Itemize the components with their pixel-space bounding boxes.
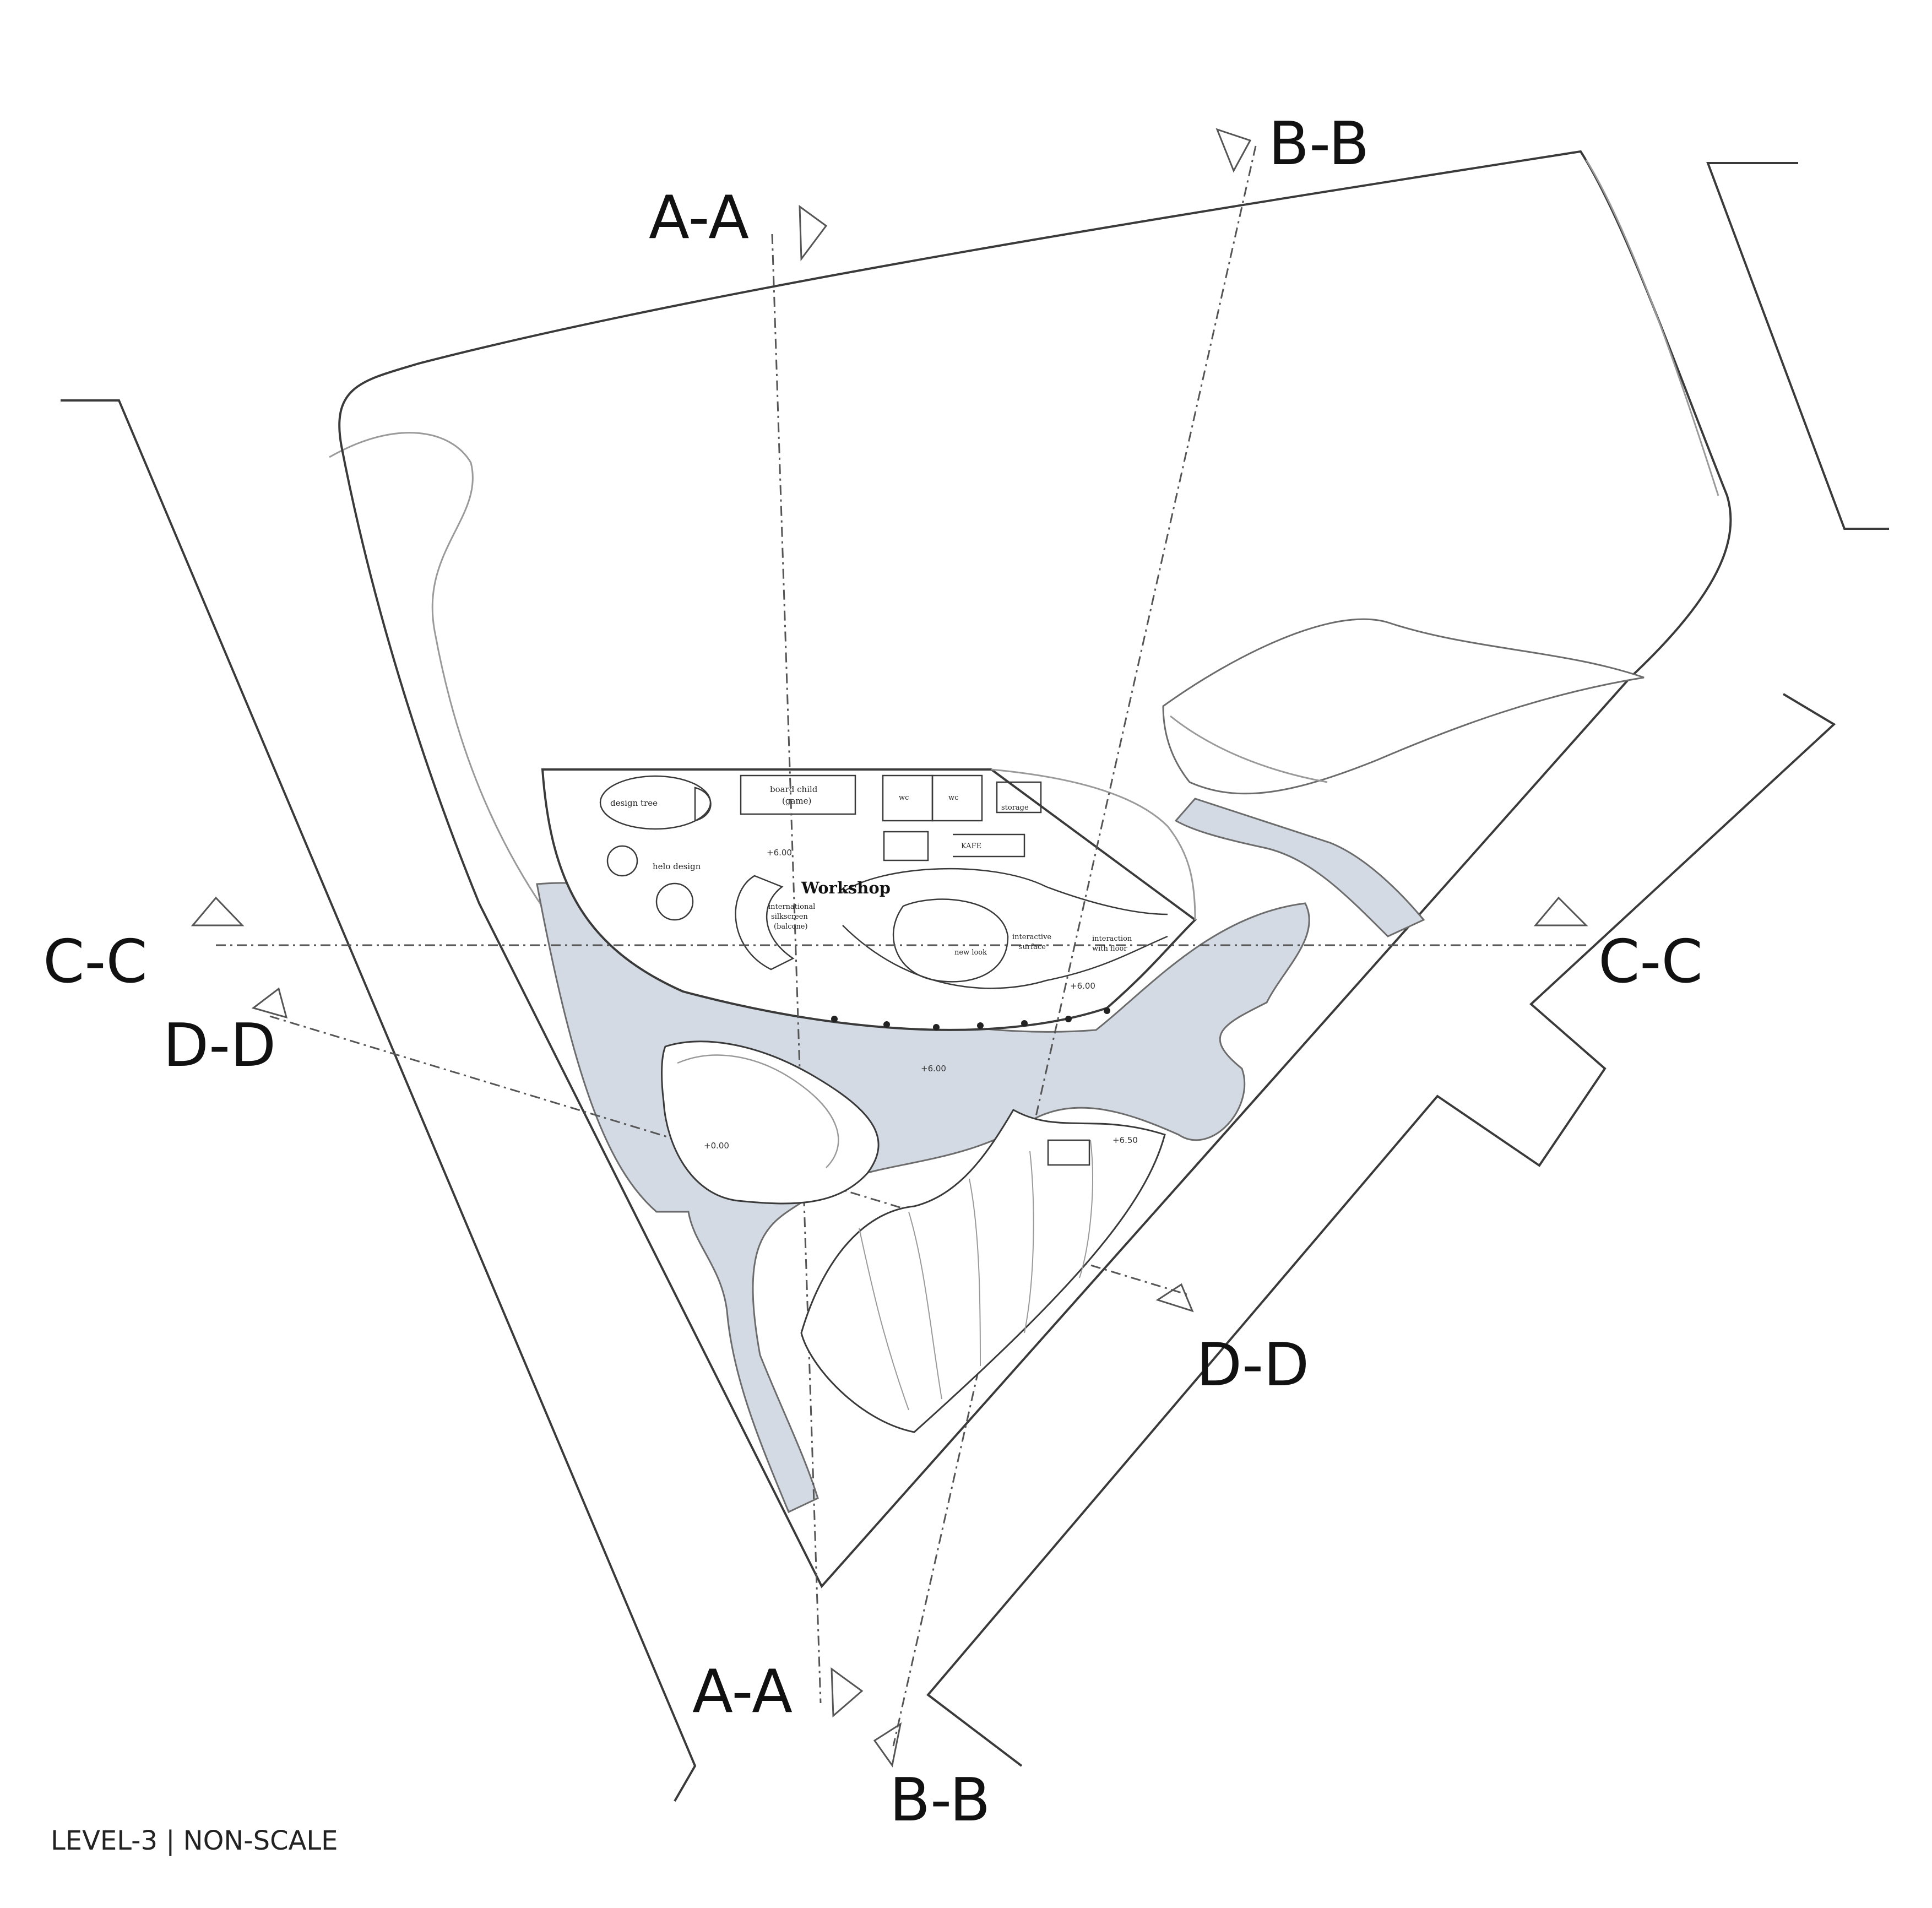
void-areas <box>536 798 1425 1514</box>
column-3 <box>933 1024 940 1031</box>
rib-3 <box>969 1178 981 1367</box>
label-bb-top: B-B <box>1268 110 1369 178</box>
column-6 <box>1065 1016 1072 1022</box>
room-interaction-2: with floor <box>1092 945 1127 953</box>
columns <box>831 1007 1110 1031</box>
ramp-stair <box>1047 1139 1090 1166</box>
circulation-ramp-outer <box>842 925 1168 989</box>
bb-top-arrow <box>1215 128 1252 173</box>
aa-bottom-arrow <box>831 1667 864 1718</box>
level-workshop: +6.00 <box>767 848 792 858</box>
circulation-ramp-inner <box>842 868 1168 915</box>
room-new-look: new look <box>954 948 987 957</box>
room-interaction-1: interaction <box>1092 935 1132 943</box>
rib-5 <box>1079 1140 1093 1278</box>
level-ramp: +6.00 <box>1070 981 1095 991</box>
room-workshop: Workshop <box>801 879 891 897</box>
label-bb-bottom: B-B <box>889 1766 990 1835</box>
column-4 <box>977 1022 984 1029</box>
room-silkscreen: silkscreen <box>771 913 808 921</box>
kafe-counter <box>953 833 1025 858</box>
label-dd-left: D-D <box>163 1011 276 1080</box>
pit-inner <box>677 1054 839 1168</box>
room-interactive-1: interactive <box>1012 933 1051 941</box>
column-5 <box>1021 1020 1028 1027</box>
rib-2 <box>908 1211 942 1400</box>
helo-design-circle <box>606 845 638 877</box>
storage-room <box>996 781 1042 814</box>
room-international: international <box>768 903 815 911</box>
workshop-interior <box>599 774 1168 989</box>
aa-top-arrow <box>799 204 828 262</box>
dd-right-arrow <box>1155 1283 1194 1313</box>
label-cc-left: C-C <box>43 928 148 996</box>
level-caption: LEVEL-3 | NON-SCALE <box>51 1825 338 1856</box>
wc-room-2 <box>931 774 983 822</box>
level-east: +6.50 <box>1112 1135 1138 1145</box>
workshop-upper-curve <box>991 768 1196 920</box>
cc-right-arrow <box>1533 896 1588 926</box>
dd-left-arrow <box>251 987 288 1019</box>
helo-design-circle-2 <box>655 882 694 921</box>
room-interactive-2: surface <box>1019 943 1046 951</box>
board-child-room <box>740 774 856 815</box>
silkscreen-balcony <box>735 875 795 971</box>
cc-left-arrow <box>191 896 245 926</box>
room-board-child-sub: (game) <box>782 796 811 806</box>
room-board-child: board child <box>770 784 818 794</box>
rib-4 <box>1024 1151 1034 1334</box>
column-2 <box>883 1021 890 1028</box>
section-line-aa <box>771 234 822 1704</box>
room-wc-2: wc <box>948 794 958 802</box>
bb-bottom-arrow <box>873 1722 902 1768</box>
east-sail <box>1162 618 1645 795</box>
room-helo-design: helo design <box>653 861 701 871</box>
label-aa-top: A-A <box>649 183 749 252</box>
column-7 <box>1104 1007 1110 1014</box>
label-aa-bottom: A-A <box>692 1657 793 1726</box>
site-boundary-left <box>61 399 697 1802</box>
site-boundary-upper-right <box>1706 162 1889 530</box>
site-boundary <box>61 162 1889 1802</box>
room-storage: storage <box>1001 804 1029 812</box>
room-wc-1: wc <box>899 794 909 802</box>
rib-1 <box>859 1228 909 1411</box>
pit-room <box>661 1040 880 1205</box>
room-balcony: (balcone) <box>774 923 808 931</box>
section-lines <box>216 145 1586 1747</box>
workshop-deck <box>541 768 1197 1031</box>
column-1 <box>831 1016 838 1022</box>
south-wing <box>800 1108 1166 1433</box>
room-kafe: KAFE <box>961 842 981 850</box>
level-pit: +0.00 <box>704 1141 729 1151</box>
site-boundary-right-1 <box>926 693 1836 1767</box>
central-void <box>536 882 1310 1514</box>
south-wing-ribs <box>859 1140 1093 1411</box>
room-design-tree: design tree <box>610 798 658 808</box>
east-sail-edge <box>1170 715 1328 783</box>
label-dd-right: D-D <box>1196 1331 1309 1400</box>
label-cc-right: C-C <box>1598 928 1703 996</box>
kafe-stair <box>883 831 929 861</box>
building-outline-echo <box>1585 159 1719 496</box>
section-arrows <box>191 128 1588 1768</box>
design-tree-shelf <box>694 787 712 822</box>
level-floor: +6.00 <box>921 1064 946 1074</box>
east-wing-void <box>1174 798 1425 937</box>
interior-island <box>892 898 1009 983</box>
